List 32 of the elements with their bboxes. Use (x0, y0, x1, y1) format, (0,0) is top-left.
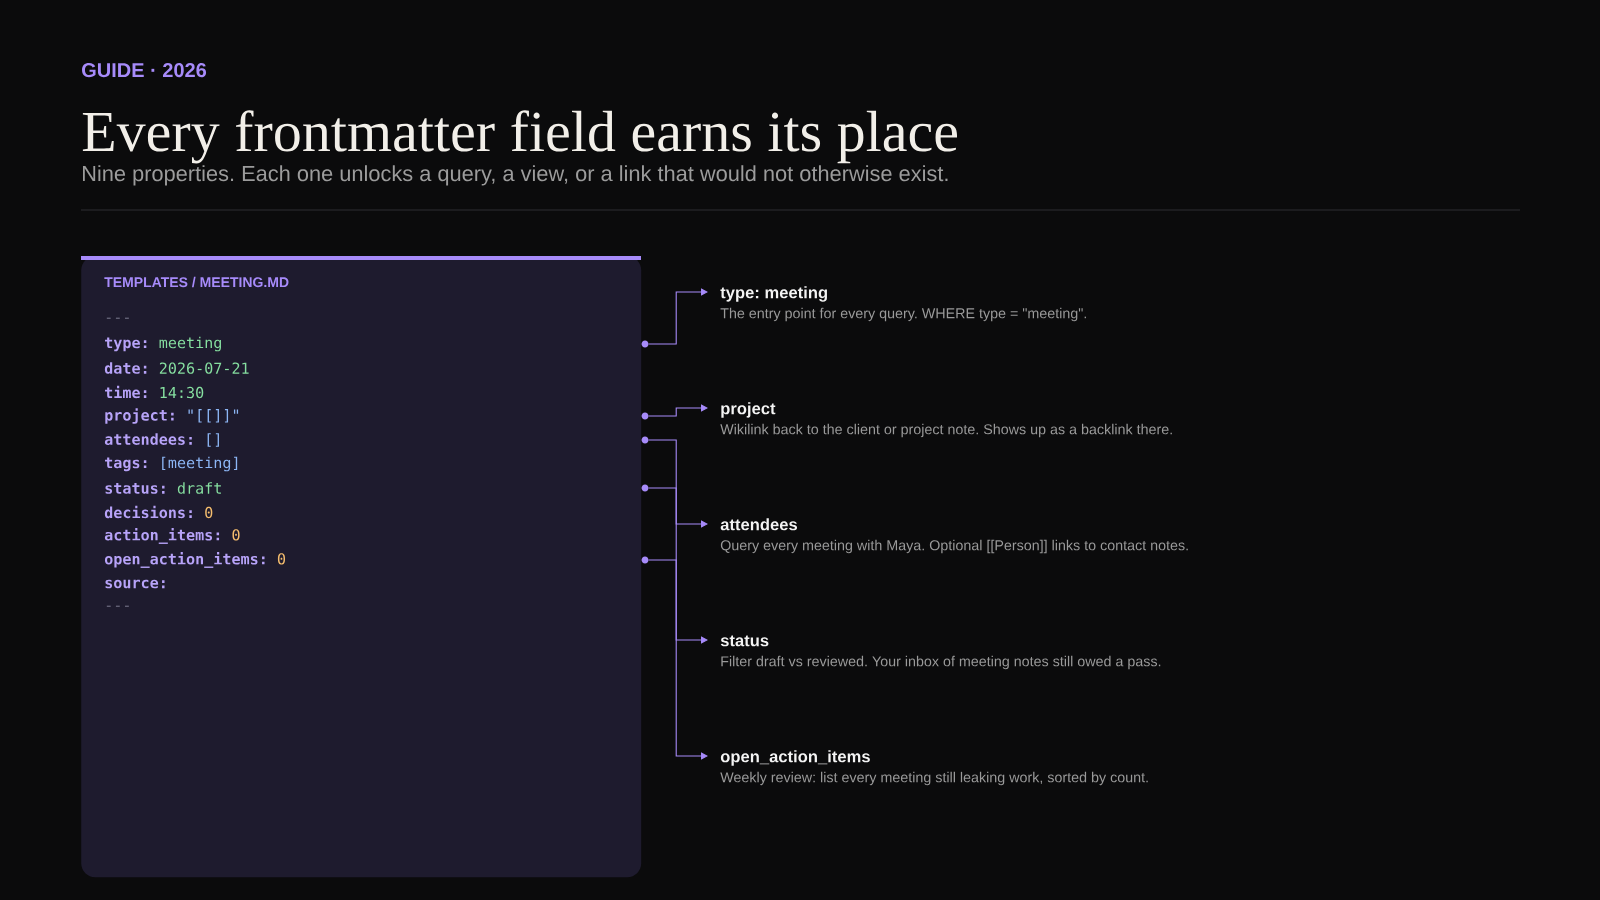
code-line: tags: [meeting] (105, 456, 238, 472)
field-note: Query every meeting with Maya. Optional [[Person]] links to contact notes. (720, 539, 1188, 554)
field-note: Wikilink back to the client or project note. Shows up as a backlink there. (720, 423, 1172, 438)
kicker: GUIDE · 2026 (82, 63, 207, 78)
code-line: time: 14:30 (105, 385, 204, 399)
field-note: Filter draft vs reviewed. Your inbox of meeting notes still owed a pass. (721, 655, 1161, 670)
code-line: type: meeting (105, 336, 221, 352)
field-name: attendees (720, 518, 797, 531)
title: Every frontmatter field earns its place (82, 110, 957, 164)
connector-arrow (648, 487, 708, 644)
connector-arrow (648, 288, 708, 345)
code-line: status: draft (105, 482, 221, 494)
code-line: decisions: 0 (104, 505, 213, 519)
code-line: source: (105, 579, 165, 589)
field-name: open_action_items (720, 750, 870, 766)
connector-arrow (648, 404, 708, 417)
code-line: attendees: [] (104, 433, 219, 447)
code-line: date: 2026-07-21 (104, 362, 249, 374)
connector-arrow (648, 439, 708, 528)
panel-heading: TEMPLATES / MEETING.MD (104, 276, 289, 288)
field-name: status (720, 635, 769, 647)
field-name: type: meeting (720, 286, 827, 302)
subtitle: Nine properties. Each one unlocks a query, a view, or a link that would not otherwise exist. (83, 165, 948, 186)
code-line: project: "[[]]" (105, 408, 239, 424)
code-line: action_items: 0 (104, 528, 240, 544)
field-note: Weekly review: list every meeting still leaking work, sorted by count. (720, 771, 1148, 786)
code-line: --- (106, 317, 129, 319)
connector-arrow (648, 559, 708, 760)
field-name: project (721, 402, 776, 418)
field-note: The entry point for every query. WHERE type = "meeting". (720, 307, 1086, 322)
code-line: open_action_items: 0 (104, 552, 286, 568)
code-line: --- (106, 605, 129, 607)
